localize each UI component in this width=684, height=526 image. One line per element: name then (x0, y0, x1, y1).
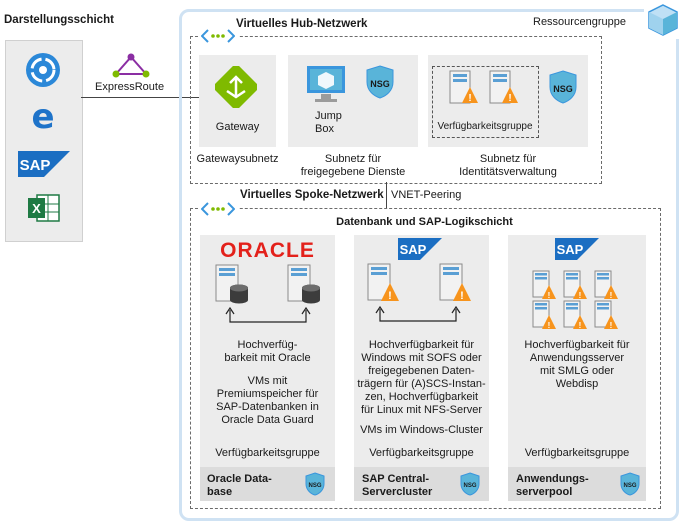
vnet-peering-label: VNET-Peering (391, 189, 462, 201)
oracle-vm-text: VMs mit Premiumspeicher für SAP-Datenban… (216, 375, 319, 426)
identity-subnet-label: Subnetz für Identitätsverwaltung (459, 153, 557, 178)
expressroute-label: ExpressRoute (95, 81, 165, 93)
central-footer-label: SAP Central- Servercluster (362, 473, 433, 498)
db-logic-layer-title: Datenbank und SAP-Logikschicht (336, 216, 513, 228)
vnet-peering-line (386, 182, 387, 208)
jumpbox-vm-icon (307, 66, 345, 102)
hub-network-title: Virtuelles Hub-Netzwerk (236, 18, 368, 30)
app-server-warning-icon: ! (594, 270, 618, 300)
presentation-title: Darstellungsschicht (4, 14, 114, 26)
oracle-availability-set: Verfügbarkeitsgruppe (215, 447, 320, 459)
identity-availability-group (432, 66, 539, 138)
shield-icon: NSG (549, 70, 577, 104)
svg-text:NSG: NSG (623, 483, 636, 489)
svg-text:!: ! (548, 321, 551, 330)
app-footer-label: Anwendungs- serverpool (516, 473, 589, 498)
svg-text:!: ! (610, 291, 613, 300)
app-server-warning-icon: ! (594, 300, 618, 330)
app-server-warning-icon: ! (532, 300, 556, 330)
replication-arrow (225, 306, 311, 323)
shared-subnet-nsg: NSG (366, 65, 394, 102)
hub-network-frame (190, 36, 602, 184)
database-server-icon (287, 264, 320, 304)
svg-text:NSG: NSG (553, 84, 573, 94)
spoke-network-frame (190, 208, 661, 509)
oracle-logo: ORACLE (220, 239, 315, 262)
oracle-footer-label: Oracle Data- base (207, 473, 272, 498)
shared-services-subnet-label: Subnetz für freigegebene Dienste (300, 153, 406, 178)
edge-browser-icon: e (31, 98, 54, 134)
identity-availability-group-label: Verfügbarkeitsgruppe (437, 121, 533, 132)
svg-text:!: ! (388, 290, 392, 302)
sap-logo-icon: SAP (18, 151, 70, 177)
sap-logo-icon: SAP (398, 238, 442, 260)
resource-group-label: Ressourcengruppe (533, 16, 626, 28)
gateway-icon (215, 66, 257, 108)
svg-text:NSG: NSG (370, 79, 390, 89)
excel-icon: X (28, 194, 60, 222)
svg-text:NSG: NSG (308, 483, 321, 489)
shield-icon: NSG (366, 65, 394, 99)
spoke-network-title: Virtuelles Spoke-Netzwerk (240, 189, 384, 201)
svg-text:!: ! (460, 290, 464, 302)
app-server-warning-icon: ! (532, 270, 556, 300)
server-warning-icon: ! (439, 263, 471, 302)
resource-group-frame (179, 9, 679, 521)
vnet-hub-icon (201, 29, 235, 43)
svg-text:!: ! (468, 93, 471, 104)
central-ha-text: Hochverfügbarkeit für Windows mit SOFS o… (357, 339, 486, 416)
central-availability-set: Verfügbarkeitsgruppe (369, 447, 474, 459)
shield-icon: NSG (460, 472, 480, 496)
app-server-warning-icon: ! (563, 300, 587, 330)
svg-text:!: ! (548, 291, 551, 300)
resource-group-cube-icon (644, 1, 682, 39)
svg-text:e: e (31, 98, 54, 134)
shield-icon: NSG (305, 472, 325, 496)
central-nsg: NSG (460, 472, 480, 499)
app-availability-set: Verfügbarkeitsgruppe (524, 447, 630, 459)
central-vm-text: VMs im Windows-Cluster (360, 424, 483, 436)
app-nsg: NSG (620, 472, 640, 499)
svg-text:!: ! (610, 321, 613, 330)
server-warning-icon: ! (449, 70, 478, 104)
server-warning-icon: ! (489, 70, 518, 104)
azure-app-icon (26, 53, 60, 87)
app-ha-text: Hochverfügbarkeit für Anwendungsserver m… (524, 339, 630, 390)
svg-text:SAP: SAP (400, 242, 427, 257)
vnet-spoke-icon (201, 202, 235, 216)
svg-text:SAP: SAP (20, 157, 51, 174)
sap-logo-icon: SAP (555, 238, 599, 260)
svg-text:!: ! (579, 291, 582, 300)
expressroute-icon (112, 53, 150, 78)
server-warning-icon: ! (367, 263, 399, 302)
cluster-arrow (375, 305, 461, 322)
oracle-nsg: NSG (305, 472, 325, 499)
svg-text:SAP: SAP (557, 242, 584, 257)
svg-text:!: ! (508, 93, 511, 104)
shield-icon: NSG (620, 472, 640, 496)
expressroute-connection-line (81, 97, 199, 98)
gateway-subnet-label: Gatewaysubnetz (196, 153, 279, 165)
oracle-ha-text: Hochverfüg- barkeit mit Oracle (224, 339, 311, 364)
svg-text:!: ! (579, 321, 582, 330)
database-server-icon (215, 264, 248, 304)
identity-subnet-nsg: NSG (549, 70, 577, 107)
svg-text:NSG: NSG (463, 483, 476, 489)
svg-text:X: X (32, 201, 41, 216)
gateway-label: Gateway (215, 121, 260, 133)
app-server-warning-icon: ! (563, 270, 587, 300)
jumpbox-label: Jump Box (315, 110, 342, 135)
